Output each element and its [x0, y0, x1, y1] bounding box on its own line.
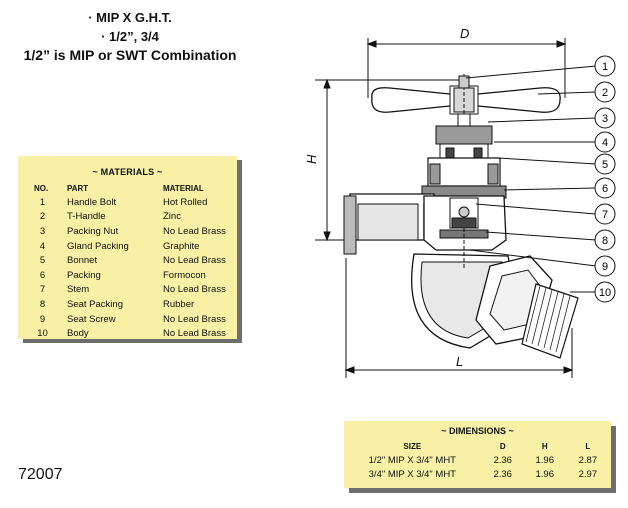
material-no: 2	[39, 211, 46, 223]
callout-1: 1	[594, 55, 616, 77]
callout-label: 5	[602, 159, 608, 171]
material-part: Stem	[67, 284, 90, 296]
dim-d-label: D	[460, 26, 469, 41]
materials-panel: ~ MATERIALS ~ NO. PART MATERIAL 1 Handle …	[18, 156, 237, 339]
material-name: No Lead Brass	[163, 284, 226, 296]
material-no: 7	[39, 284, 46, 296]
material-no: 5	[39, 255, 46, 267]
dim-h-label: H	[304, 154, 319, 164]
callout-7: 7	[594, 203, 616, 225]
table-row: 2 T-Handle Zinc	[18, 210, 237, 225]
callout-6: 6	[594, 177, 616, 199]
header-line-sizes: · 1/2”, 3/4	[101, 29, 159, 44]
material-no: 3	[39, 225, 46, 237]
callout-5: 5	[594, 153, 616, 175]
size-cell: 1/2" MIP X 3/4" MHT	[368, 454, 456, 466]
product-header: · MIP X G.H.T. · 1/2”, 3/4 1/2” is MIP o…	[0, 8, 260, 65]
callout-label: 10	[599, 287, 611, 299]
material-no: 9	[39, 313, 46, 325]
callout-label: 3	[602, 113, 608, 125]
callout-label: 7	[602, 209, 608, 221]
material-name: Formocon	[163, 269, 206, 281]
callout-label: 8	[602, 235, 608, 247]
valve-drawing: 1 2 3 4 5 6 7 8 9 10 D H L	[304, 26, 616, 378]
table-row: 9 Seat Screw No Lead Brass	[18, 312, 237, 327]
col-material: MATERIAL	[163, 184, 204, 193]
l-cell: 2.87	[578, 454, 598, 466]
material-part: T-Handle	[67, 211, 106, 223]
callout-9: 9	[594, 255, 616, 277]
header-line-note: 1/2” is MIP or SWT Combination	[23, 47, 237, 63]
materials-header-row: NO. PART MATERIAL	[18, 182, 237, 195]
material-part: Packing Nut	[67, 225, 119, 237]
col-part: PART	[67, 184, 89, 193]
material-part: Bonnet	[67, 255, 98, 267]
material-no: 4	[39, 240, 46, 252]
callout-label: 2	[602, 87, 608, 99]
d-cell: 2.36	[493, 468, 512, 480]
dimensions-table: SIZE D H L 1/2" MIP X 3/4" MHT 2.36 1.96 2.…	[344, 440, 611, 481]
material-no: 10	[37, 328, 48, 340]
l-cell: 2.97	[578, 468, 598, 480]
table-row: 4 Gland Packing Graphite	[18, 239, 237, 254]
dimensions-panel: ~ DIMENSIONS ~ SIZE D H L 1/2" MIP X 3/4…	[344, 421, 611, 488]
material-part: Seat Screw	[67, 313, 116, 325]
material-name: Zinc	[163, 211, 181, 223]
material-no: 8	[39, 298, 46, 310]
table-row: 1 Handle Bolt Hot Rolled	[18, 195, 237, 210]
table-row: 7 Stem No Lead Brass	[18, 283, 237, 298]
materials-title: ~ MATERIALS ~	[92, 167, 163, 177]
material-name: Graphite	[163, 240, 200, 252]
callout-label: 1	[602, 61, 608, 73]
col-l: L	[585, 442, 591, 451]
size-cell: 3/4" MIP X 3/4" MHT	[368, 468, 456, 480]
material-part: Packing	[67, 269, 101, 281]
col-d: D	[499, 442, 506, 451]
callout-label: 6	[602, 183, 608, 195]
material-name: No Lead Brass	[163, 225, 226, 237]
model-number: 72007	[18, 466, 63, 483]
col-no: NO.	[34, 184, 49, 193]
material-part: Gland Packing	[67, 240, 129, 252]
material-no: 1	[39, 196, 46, 208]
material-name: No Lead Brass	[163, 328, 226, 340]
table-row: 3/4" MIP X 3/4" MHT 2.36 1.96 2.97	[344, 467, 611, 481]
dimensions-header-row: SIZE D H L	[344, 440, 611, 453]
materials-table: NO. PART MATERIAL 1 Handle Bolt Hot Rolled…	[18, 182, 237, 341]
table-row: 10 Body No Lead Brass	[18, 326, 237, 341]
col-h: H	[541, 442, 548, 451]
table-row: 6 Packing Formocon	[18, 268, 237, 283]
dim-l-label: L	[456, 354, 463, 369]
table-row: 8 Seat Packing Rubber	[18, 297, 237, 312]
table-row: 1/2" MIP X 3/4" MHT 2.36 1.96 2.87	[344, 453, 611, 467]
dimensions-title: ~ DIMENSIONS ~	[441, 426, 514, 436]
h-cell: 1.96	[535, 454, 555, 466]
header-line-connection: · MIP X G.H.T.	[88, 10, 172, 25]
d-cell: 2.36	[493, 454, 512, 466]
callout-4: 4	[594, 131, 616, 153]
material-no: 6	[39, 269, 46, 281]
callout-8: 8	[594, 229, 616, 251]
callout-2: 2	[594, 81, 616, 103]
material-part: Seat Packing	[67, 298, 123, 310]
material-name: Rubber	[163, 298, 195, 310]
material-part: Body	[67, 328, 89, 340]
material-name: No Lead Brass	[163, 313, 226, 325]
callout-3: 3	[594, 107, 616, 129]
material-part: Handle Bolt	[67, 196, 117, 208]
callout-label: 4	[602, 137, 608, 149]
material-name: No Lead Brass	[163, 255, 226, 267]
callout-10: 10	[594, 281, 616, 303]
h-cell: 1.96	[535, 468, 555, 480]
callout-label: 9	[602, 261, 608, 273]
table-row: 3 Packing Nut No Lead Brass	[18, 224, 237, 239]
material-name: Hot Rolled	[163, 196, 208, 208]
table-row: 5 Bonnet No Lead Brass	[18, 253, 237, 268]
col-size: SIZE	[403, 442, 422, 451]
